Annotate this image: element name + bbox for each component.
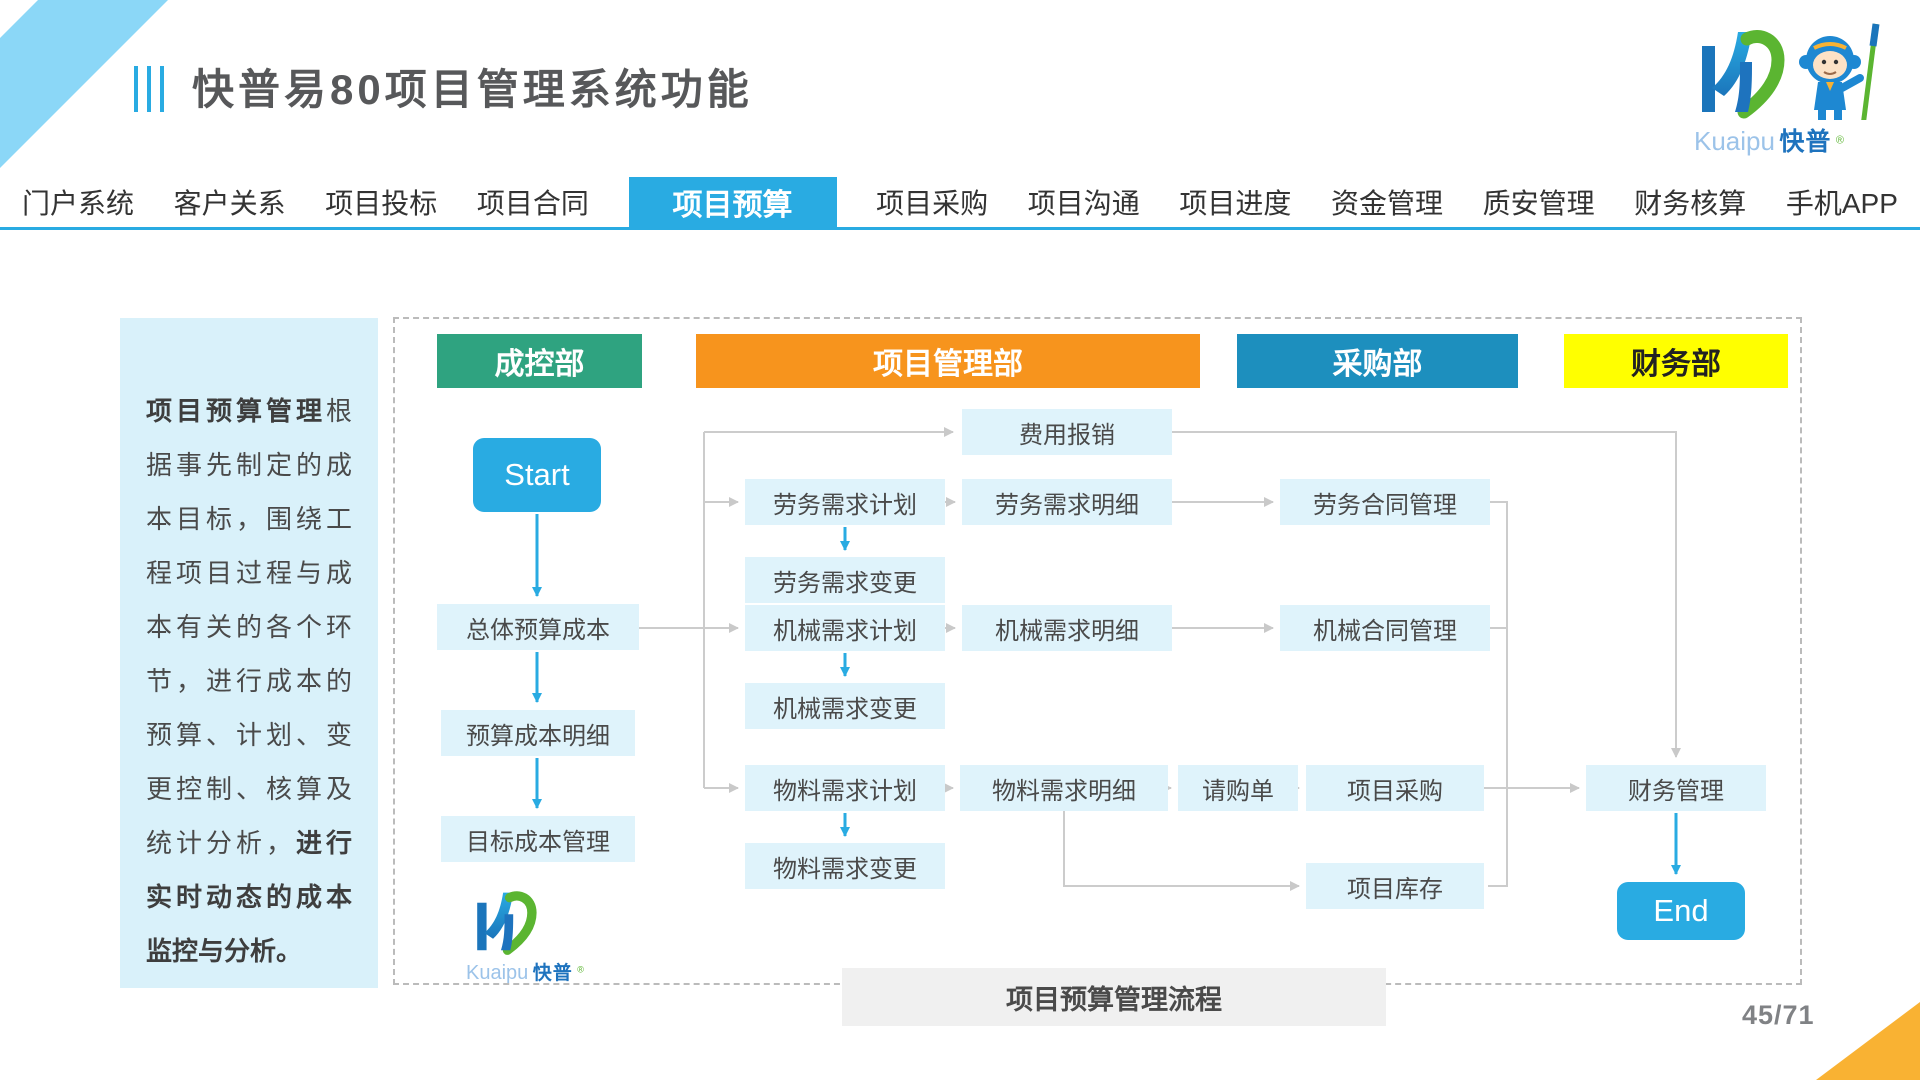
description-lead: 项目预算管理 [146, 396, 326, 426]
tab-project-procurement[interactable]: 项目采购 [876, 188, 989, 219]
flow-node-target-cost: 目标成本管理 [441, 816, 635, 862]
brand-logo: Kuaipu 快普 ® [1692, 20, 1892, 160]
diagram-logo-wordmark: Kuaipu 快普 ® [466, 958, 584, 985]
flow-node-machine-plan: 机械需求计划 [745, 605, 945, 651]
tab-project-contract[interactable]: 项目合同 [476, 188, 589, 219]
budget-description-panel: 项目预算管理根据事先制定的成本目标，围绕工程项目过程与成本有关的各个环节，进行成… [120, 318, 378, 988]
flow-node-material-detail: 物料需求明细 [960, 765, 1168, 811]
flow-node-project-inventory: 项目库存 [1306, 863, 1484, 909]
brand-name-cn: 快普 [532, 963, 573, 984]
registered-mark: ® [577, 964, 584, 975]
flow-node-expense: 费用报销 [962, 409, 1172, 455]
flow-node-overall-budget: 总体预算成本 [437, 604, 639, 650]
flow-node-machine-change: 机械需求变更 [745, 683, 945, 729]
flow-node-budget-detail: 预算成本明细 [441, 710, 635, 756]
dept-header-cost-control: 成控部 [437, 334, 642, 388]
dept-header-purchasing: 采购部 [1237, 334, 1518, 388]
title-bars-icon [134, 65, 164, 112]
tab-funds-management[interactable]: 资金管理 [1330, 188, 1443, 219]
tab-customer-relations[interactable]: 客户关系 [173, 188, 286, 219]
diagram-logo: Kuaipu 快普 ® [458, 884, 618, 988]
page-title: 快普易80项目管理系统功能 [192, 66, 753, 113]
brand-name-en: Kuaipu [1694, 126, 1775, 156]
tab-quality-safety[interactable]: 质安管理 [1482, 188, 1595, 219]
tab-project-communication[interactable]: 项目沟通 [1027, 188, 1140, 219]
brand-name-cn: 快普 [1779, 128, 1832, 156]
registered-mark: ® [1835, 134, 1844, 147]
flow-node-machine-detail: 机械需求明细 [962, 605, 1172, 651]
tab-project-progress[interactable]: 项目进度 [1179, 188, 1292, 219]
flow-node-end: End [1617, 882, 1745, 940]
dept-header-project-management: 项目管理部 [696, 334, 1200, 388]
dept-header-finance: 财务部 [1564, 334, 1788, 388]
flow-node-purchase-request: 请购单 [1178, 765, 1298, 811]
kp-monogram-small-icon [477, 891, 537, 955]
tab-portal[interactable]: 门户系统 [22, 188, 135, 219]
flow-node-material-plan: 物料需求计划 [745, 765, 945, 811]
flow-node-labor-contract: 劳务合同管理 [1280, 479, 1490, 525]
brand-name-en: Kuaipu [466, 962, 529, 984]
kuaipu-logo-icon [1702, 23, 1880, 135]
flow-node-project-purchase: 项目采购 [1306, 765, 1484, 811]
flow-node-material-change: 物料需求变更 [745, 843, 945, 889]
description-body: 根据事先制定的成本目标，围绕工程项目过程与成本有关的各个环节，进行成本的预算、计… [146, 396, 352, 858]
module-nav-bar: 门户系统 客户关系 项目投标 项目合同 项目预算 项目采购 项目沟通 项目进度 … [0, 177, 1920, 230]
flow-node-labor-plan: 劳务需求计划 [745, 479, 945, 525]
page-number: 45/71 [1742, 1000, 1815, 1030]
flow-node-labor-change: 劳务需求变更 [745, 557, 945, 603]
tab-financial-accounting[interactable]: 财务核算 [1634, 188, 1747, 219]
tab-project-budget[interactable]: 项目预算 [628, 177, 837, 227]
brand-wordmark: Kuaipu 快普 ® [1694, 122, 1844, 158]
mascot-icon [1799, 23, 1880, 135]
tab-project-bidding[interactable]: 项目投标 [325, 188, 438, 219]
tab-mobile-app[interactable]: 手机APP [1785, 188, 1898, 219]
flow-node-machine-contract: 机械合同管理 [1280, 605, 1490, 651]
flow-node-finance: 财务管理 [1586, 765, 1766, 811]
kp-monogram-icon [1702, 30, 1785, 119]
description-tail: 进行实时动态的成本监控与分析。 [146, 828, 352, 966]
flow-node-start: Start [473, 438, 601, 512]
flow-node-labor-detail: 劳务需求明细 [962, 479, 1172, 525]
flowchart-caption: 项目预算管理流程 [842, 968, 1386, 1026]
title-block: 快普易80项目管理系统功能 [134, 56, 753, 117]
